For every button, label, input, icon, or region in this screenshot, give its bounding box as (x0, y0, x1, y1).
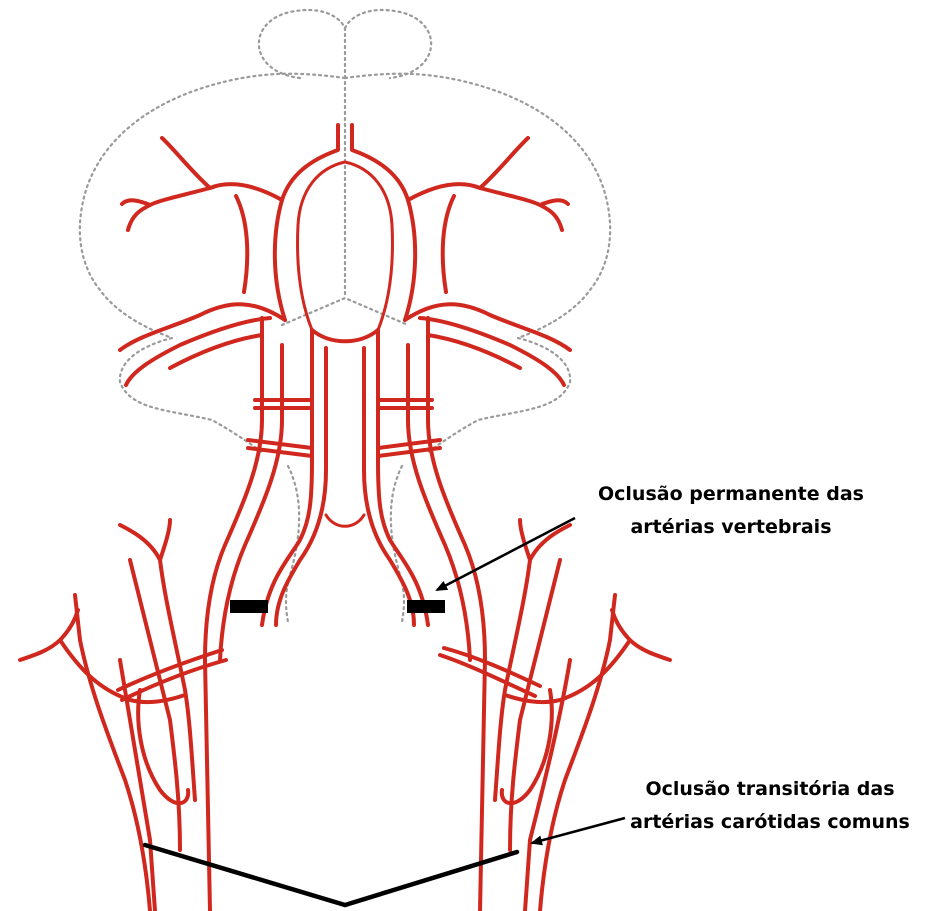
cross-branch-left (118, 650, 226, 700)
vertebral-occlusion-left (230, 600, 268, 613)
carotid-occlusion-label: Oclusão transitória das artérias carótid… (620, 773, 920, 839)
vertebral-occlusion-label: Oclusão permanente das artérias vertebra… (566, 478, 896, 544)
carotid-label-arrow (532, 818, 625, 843)
vertebral-occlusion-right (407, 600, 445, 613)
carotid-label-line-2: artérias carótidas comuns (620, 806, 920, 839)
basilar-artery (312, 330, 378, 341)
middle-cerebral-artery-left (122, 138, 282, 292)
carotid-label-line-1: Oclusão transitória das (620, 773, 920, 806)
middle-cerebral-artery-right (408, 138, 568, 292)
cerebellum-junction-outline (282, 298, 408, 325)
internal-carotid-right (428, 318, 485, 911)
vertebral-junction (326, 515, 364, 526)
vertebral-label-line-1: Oclusão permanente das (566, 478, 896, 511)
brain-outline (80, 10, 610, 622)
loop-branch-left (138, 690, 188, 803)
cross-branch-right (440, 648, 540, 696)
carotid-occlusion-indicator (145, 845, 517, 905)
occipital-branch-left (20, 595, 185, 911)
olfactory-bulbs-outline (259, 10, 431, 78)
vertebral-label-line-2: artérias vertebrais (566, 511, 896, 544)
